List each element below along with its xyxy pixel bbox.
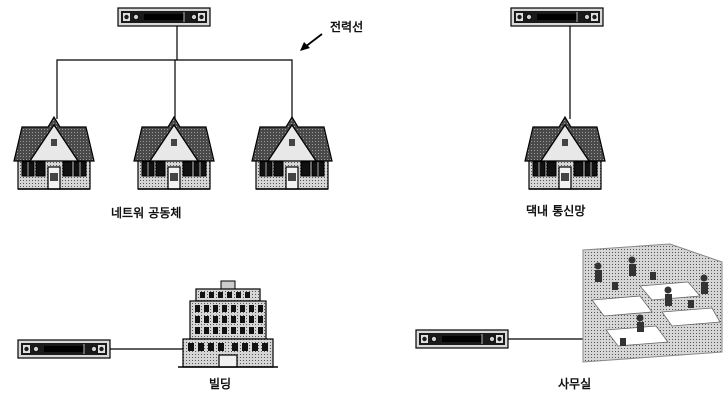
powerline-modem-icon	[117, 7, 211, 27]
powerline-modem-icon	[17, 339, 111, 359]
power-line-label: 전력선	[330, 20, 364, 34]
office-group	[415, 243, 723, 363]
house-icon	[524, 116, 606, 190]
powerline-modem-icon	[510, 7, 604, 27]
office-room-icon	[582, 243, 723, 363]
office-building-icon	[178, 280, 278, 368]
office-label: 사무실	[558, 377, 592, 391]
building-label: 빌딩	[209, 377, 232, 391]
network-community-label: 네트워 공동체	[111, 206, 182, 220]
powerline-modem-icon	[415, 329, 509, 349]
building-group	[17, 280, 278, 368]
home-network-label: 댁내 통신망	[526, 204, 586, 218]
house-icon	[251, 116, 333, 190]
house-icon	[13, 116, 95, 190]
arrow-icon	[300, 33, 323, 51]
house-icon	[133, 116, 215, 190]
network-community-group	[13, 7, 333, 190]
home-network-group	[510, 7, 606, 190]
